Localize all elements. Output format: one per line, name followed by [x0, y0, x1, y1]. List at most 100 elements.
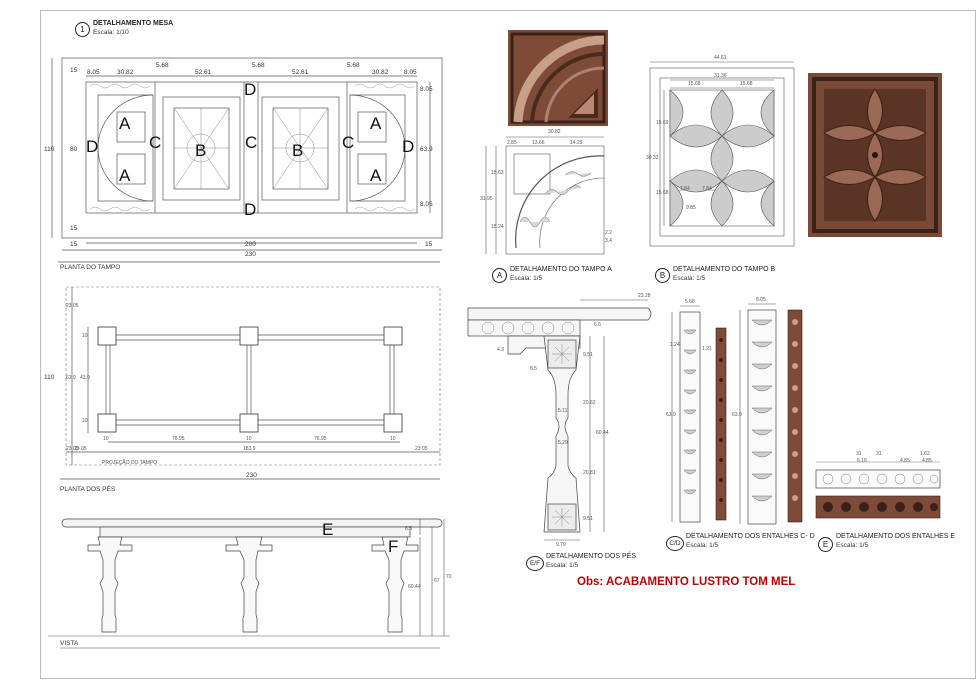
tampo-b-dim-2: 31.36 [714, 73, 727, 79]
feet-detail-dim-11: 9.51 [583, 516, 593, 522]
feet-detail-dim-3: 4.3 [497, 347, 504, 353]
tampo-right-dim-3: 8.05 [420, 201, 433, 208]
detail-a-scale: Escala: 1/5 [510, 275, 543, 282]
feet-detail-dim-7: 20.62 [583, 400, 596, 406]
feet-projection-note: PROJEÇÃO DO TAMPO [102, 460, 158, 466]
tampo-left-dim-3: 15 [70, 225, 78, 232]
tampo-letter-b-2: B [292, 141, 304, 160]
tampo-b-dim-7: 15.68 [656, 190, 669, 196]
feet-left-total: 110 [44, 374, 55, 381]
elevation-dim-4: 70 [446, 574, 452, 580]
elevation-caption: VISTA [60, 640, 79, 647]
carving-cd-dim-2: 1.24 [670, 342, 680, 348]
tampo-bottom-dim-3: 15 [425, 241, 433, 248]
tampo-right-dim-2: 63.9 [420, 146, 433, 153]
elevation-dim-1: 6.5 [405, 526, 412, 532]
tampo-b-photo [808, 73, 942, 237]
feet-detail-dim-10: 20.81 [583, 470, 596, 476]
tampo-top-dim-7: 5.68 [347, 62, 360, 69]
elevation-letter-f: F [388, 537, 399, 556]
tampo-letter-c-3: C [342, 133, 355, 152]
tampo-left-dim-2: 80 [70, 146, 78, 153]
feet-detail-dim-9: 5.29 [558, 440, 568, 446]
elevation-letter-e: E [322, 520, 334, 539]
detail-b-badge: B [655, 268, 670, 283]
tampo-letter-b-1: B [195, 141, 207, 160]
carving-cd-dim-5: 8.05 [756, 297, 766, 303]
detail-a-title: DETALHAMENTO DO TAMPO A [510, 266, 612, 273]
detail-e-title: DETALHAMENTO DOS ENTALHES E [836, 533, 956, 540]
tampo-b-dim-3: 15.68 [688, 81, 701, 87]
feet-detail-dim-6: 5.11 [558, 408, 568, 414]
tampo-a-dim-1: 30.82 [548, 129, 561, 135]
tampo-letter-a-1: A [119, 114, 131, 133]
feet-bottom-dim-3: 10 [246, 436, 252, 442]
tampo-letter-d-2: D [244, 200, 257, 219]
tampo-a-dim-7: 15.24 [491, 224, 504, 230]
tampo-a-dim-4: 14.29 [570, 140, 583, 146]
feet-detail-dim-5: 8.5 [530, 366, 537, 372]
tampo-top-dim-6: 52.61 [292, 69, 309, 76]
tampo-top-dim-2: 30.82 [117, 69, 134, 76]
carving-cd-dim-1: 5.68 [685, 299, 695, 305]
carving-e-dim-1: 31 [856, 451, 862, 457]
tampo-letter-a-2: A [119, 166, 131, 185]
detail-cd-title: DETALHAMENTO DOS ENTALHES C- D [686, 533, 815, 540]
feet-bottom-dim-1: 10 [103, 436, 109, 442]
tampo-letter-a-4: A [370, 166, 382, 185]
carving-e-dim-4: 4.85 [900, 458, 910, 464]
tampo-bottom-dim-2: 200 [245, 241, 256, 248]
detail-e-badge: E [818, 537, 833, 552]
tampo-a-dim-9: 3.4 [605, 238, 612, 244]
tampo-a-dim-5: 15.63 [491, 170, 504, 176]
tampo-left-total: 110 [44, 146, 55, 153]
tampo-bottom-total: 230 [245, 251, 256, 258]
tampo-b-dim-9: 7.84 [702, 186, 712, 192]
feet-overall-dim: 230 [246, 472, 257, 479]
tampo-plan-caption: PLANTA DO TAMPO [60, 264, 121, 271]
carving-cd-dim-4: 63.9 [666, 412, 676, 418]
feet-detail-dim-2: 6.6 [594, 322, 601, 328]
main-title-scale: Escala: 1/10 [93, 29, 129, 36]
feet-bottom-dim-5: 10 [390, 436, 396, 442]
detail-cd-badge: C/D [666, 536, 684, 551]
tampo-top-dim-9: 8.05 [404, 69, 417, 76]
feet-side-offset-right: 23.05 [415, 446, 428, 452]
carving-cd-dim-3: 1.21 [702, 346, 712, 352]
detail-ef-badge: E/F [526, 556, 544, 571]
tampo-a-dim-3: 13.66 [532, 140, 545, 146]
detail-e-scale: Escala: 1/5 [836, 542, 869, 549]
carving-e-dim-2: 31 [876, 451, 882, 457]
feet-left-dim-2: 63.9 [66, 375, 76, 381]
tampo-b-dim-1: 44.61 [714, 55, 727, 61]
elevation-dim-2: 60.44 [408, 584, 421, 590]
tampo-top-dim-8: 30.82 [372, 69, 389, 76]
carving-cd-dim-6: 63.9 [732, 412, 742, 418]
detail-b-title: DETALHAMENTO DO TAMPO B [673, 266, 776, 273]
tampo-a-dim-2: 2.85 [507, 140, 517, 146]
title-number-badge: 1 [75, 22, 90, 37]
tampo-b-dim-8: 7.84 [680, 186, 690, 192]
feet-bottom-dim-4: 76.95 [314, 436, 327, 442]
tampo-left-dim-1: 15 [70, 67, 78, 74]
tampo-right-dim-1: 8.05 [420, 86, 433, 93]
tampo-letter-c-2: C [245, 133, 258, 152]
elevation-dim-3: 67 [434, 578, 440, 584]
feet-detail-dim-12: 9.79 [556, 542, 566, 548]
tampo-b-dim-10: 9.85 [686, 205, 696, 211]
sheet-frame [40, 10, 976, 679]
detail-ef-scale: Escala: 1/5 [546, 562, 579, 569]
tampo-top-dim-4: 52.61 [195, 69, 212, 76]
detail-cd-scale: Escala: 1/5 [686, 542, 719, 549]
carving-e-dim-3: 6.16 [857, 458, 867, 464]
feet-inner-dim-1: 10 [82, 333, 88, 339]
tampo-a-photo [508, 30, 608, 126]
feet-detail-dim-4: 9.51 [583, 352, 593, 358]
tampo-b-dim-6: 30.32 [646, 155, 659, 161]
